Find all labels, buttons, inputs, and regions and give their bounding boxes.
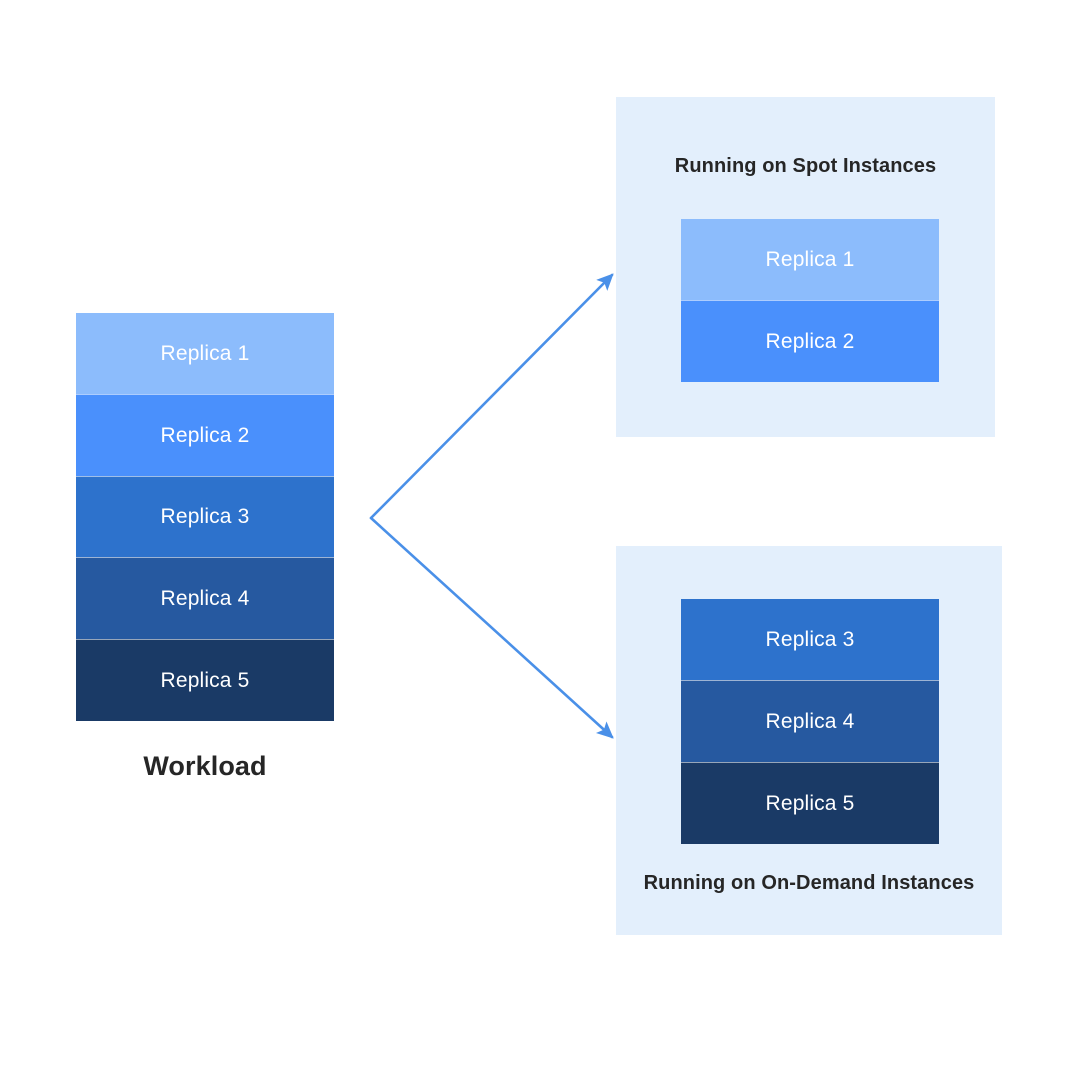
on-demand-replica-band: Replica 4 — [681, 680, 939, 762]
workload-replica-band: Replica 3 — [76, 475, 334, 558]
on-demand-replica-band: Replica 5 — [681, 762, 939, 844]
band-label: Replica 4 — [160, 587, 250, 611]
band-label: Replica 1 — [160, 341, 250, 365]
panel-spot-title: Running on Spot Instances — [674, 155, 937, 177]
panel-spot-instances: Running on Spot Instances Replica 1 Repl… — [616, 97, 995, 437]
workload-replica-band: Replica 2 — [76, 393, 334, 476]
band-label: Replica 5 — [160, 669, 250, 693]
band-label: Replica 5 — [765, 792, 855, 815]
spot-replica-stack: Replica 1 Replica 2 — [681, 219, 939, 382]
arrow-to-on-demand-icon — [369, 516, 614, 739]
on-demand-replica-band: Replica 3 — [681, 599, 939, 680]
band-label: Replica 4 — [765, 710, 855, 733]
panel-on-demand-title: Running on On-Demand Instances — [643, 872, 975, 894]
band-label: Replica 2 — [765, 330, 855, 353]
workload-replica-band: Replica 5 — [76, 639, 334, 721]
on-demand-replica-stack: Replica 3 Replica 4 Replica 5 — [681, 599, 939, 844]
workload-replica-band: Replica 1 — [76, 313, 334, 394]
workload-caption: Workload — [143, 751, 267, 781]
arrow-to-spot-icon — [369, 273, 614, 520]
band-label: Replica 1 — [765, 248, 855, 271]
workload-stack: Replica 1 Replica 2 Replica 3 Replica 4 … — [76, 313, 334, 721]
spot-replica-band: Replica 2 — [681, 300, 939, 382]
spot-replica-band: Replica 1 — [681, 219, 939, 300]
band-label: Replica 2 — [160, 423, 250, 447]
workload-replica-band: Replica 4 — [76, 557, 334, 640]
band-label: Replica 3 — [160, 505, 250, 529]
panel-on-demand-instances: Replica 3 Replica 4 Replica 5 Running on… — [616, 546, 1002, 935]
band-label: Replica 3 — [765, 628, 855, 651]
